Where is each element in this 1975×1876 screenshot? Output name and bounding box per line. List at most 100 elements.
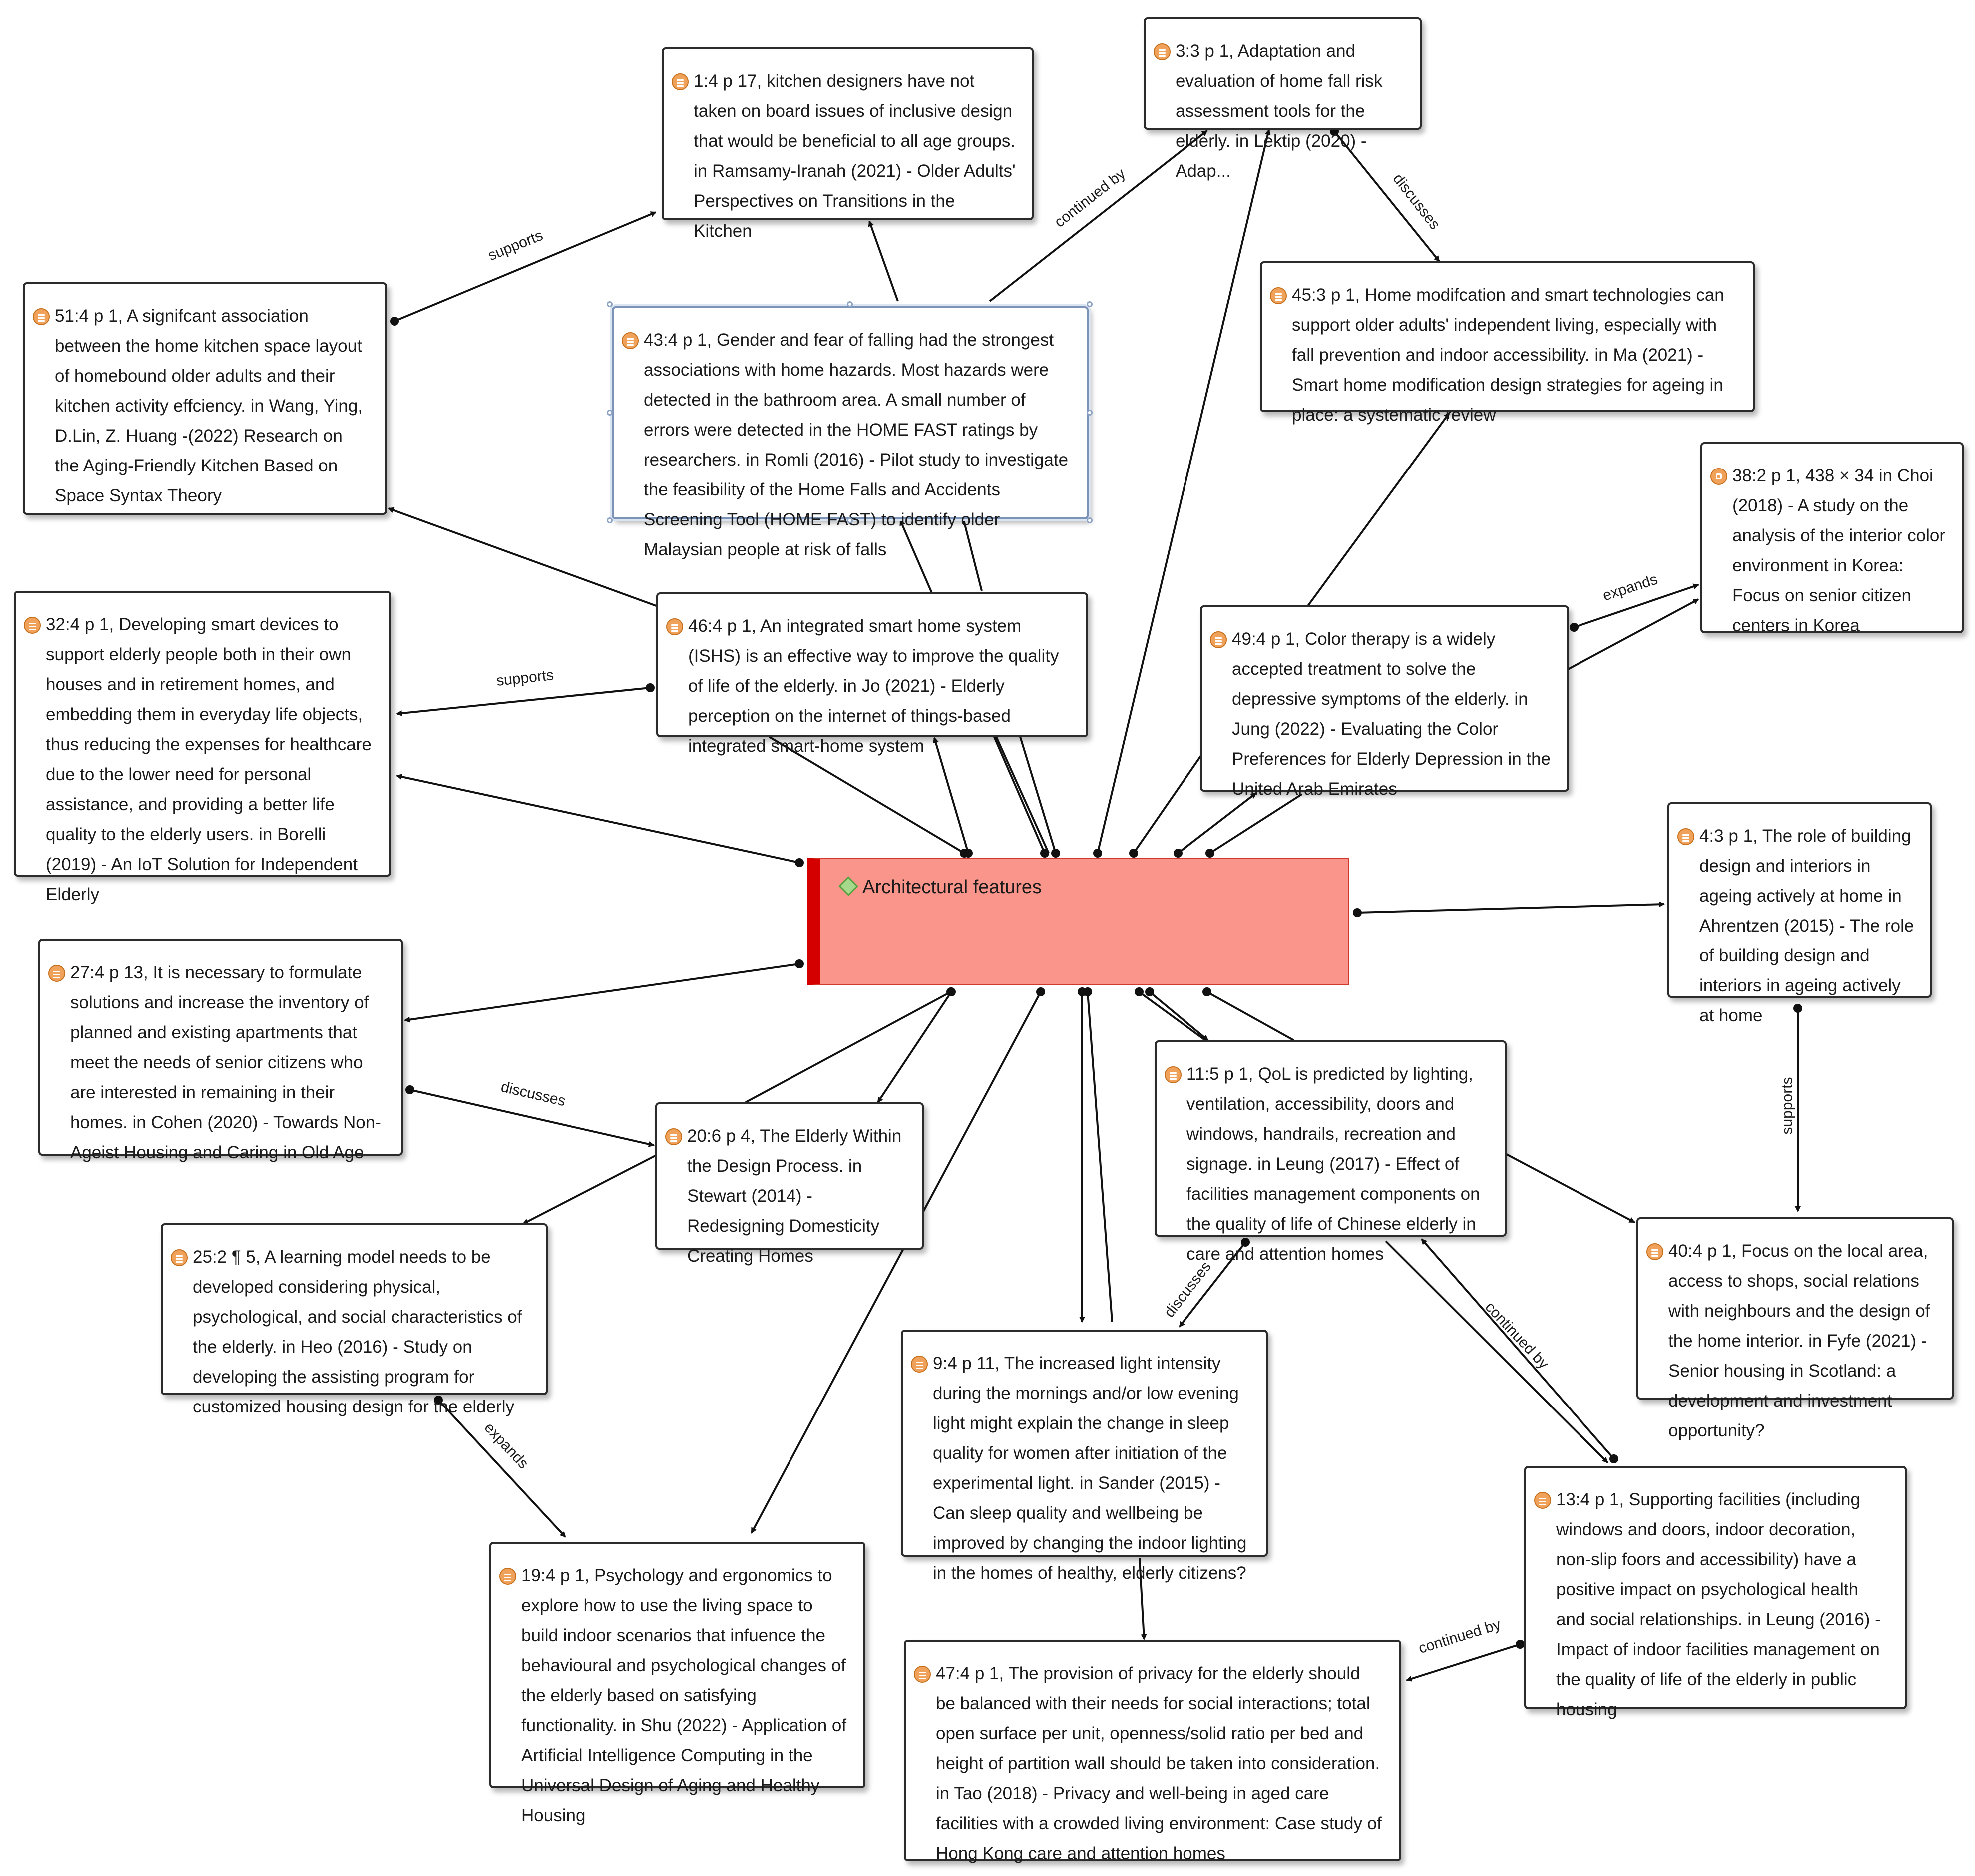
link-central-to-11 xyxy=(1149,991,1209,1041)
link-central-to-20 xyxy=(877,991,952,1103)
quotation-icon xyxy=(1646,1243,1663,1260)
resize-handle[interactable] xyxy=(1087,301,1093,307)
resize-handle[interactable] xyxy=(847,517,853,523)
quotation-node-49-4[interactable]: 49:4 p 1, Color therapy is a widely acce… xyxy=(1200,605,1569,799)
resize-handle[interactable] xyxy=(1087,410,1093,416)
quotation-text: 43:4 p 1, Gender and fear of falling had… xyxy=(644,330,1069,559)
resize-handle[interactable] xyxy=(607,410,613,416)
quotation-node-25-2[interactable]: 25:2 ¶ 5, A learning model needs to be d… xyxy=(161,1223,548,1416)
quotation-text: 19:4 p 1, Psychology and ergonomics to e… xyxy=(521,1566,847,1825)
quotation-node-1-4[interactable]: 1:4 p 17, kitchen designers have not tak… xyxy=(662,47,1034,241)
link-central-to-27 xyxy=(404,963,800,1023)
quotation-text: 47:4 p 1, The provision of privacy for t… xyxy=(936,1664,1382,1863)
quotation-text: 38:2 p 1, 438 × 34 in Choi (2018) - A st… xyxy=(1732,466,1946,635)
quotation-text: 27:4 p 13, It is necessary to formulate … xyxy=(70,963,381,1162)
edge-label-expands: expands xyxy=(1600,571,1660,604)
quotation-node-13-4[interactable]: 13:4 p 1, Supporting facilities (includi… xyxy=(1524,1466,1907,1719)
quotation-icon xyxy=(911,1356,928,1373)
line-central-to-11b xyxy=(1138,991,1206,1041)
edge-label-continued-by: continued by xyxy=(1482,1299,1552,1373)
central-code-node[interactable]: Architectural features xyxy=(807,858,1349,985)
link-43-to-1 xyxy=(868,220,899,302)
quotation-node-11-5[interactable]: 11:5 p 1, QoL is predicted by lighting, … xyxy=(1155,1040,1507,1264)
quotation-icon xyxy=(1534,1492,1551,1509)
link-51-to-1 xyxy=(394,211,657,322)
resize-handle[interactable] xyxy=(607,301,613,307)
edge-label-continued-by: continued by xyxy=(1051,165,1129,231)
edge-label-discusses: discusses xyxy=(1389,170,1443,233)
quotation-icon xyxy=(171,1249,188,1266)
quotation-node-51-4[interactable]: 51:4 p 1, A signifcant association betwe… xyxy=(23,282,387,515)
quotation-node-38-2[interactable]: 38:2 p 1, 438 × 34 in Choi (2018) - A st… xyxy=(1700,442,1964,635)
quotation-text: 51:4 p 1, A signifcant association betwe… xyxy=(55,306,363,505)
edge-label-discusses: discusses xyxy=(499,1078,567,1110)
quotation-icon xyxy=(914,1666,931,1683)
quotation-icon xyxy=(1210,631,1227,648)
code-diamond-icon xyxy=(838,876,858,896)
line-46-to-central-c xyxy=(1019,736,1057,854)
quotation-text: 46:4 p 1, An integrated smart home syste… xyxy=(688,616,1059,756)
quotation-node-43-4[interactable]: 43:4 p 1, Gender and fear of falling had… xyxy=(612,306,1089,559)
quotation-node-4-3[interactable]: 4:3 p 1, The role of building design and… xyxy=(1667,802,1932,1025)
line-46-to-central-b xyxy=(995,736,1050,854)
edge-label-expands: expands xyxy=(481,1419,532,1472)
quotation-node-47-4[interactable]: 47:4 p 1, The provision of privacy for t… xyxy=(904,1640,1401,1863)
quotation-icon xyxy=(33,308,50,325)
quotation-node-27-4[interactable]: 27:4 p 13, It is necessary to formulate … xyxy=(38,939,403,1162)
link-11-to-13 xyxy=(1385,1240,1608,1463)
quotation-text: 3:3 p 1, Adaptation and evaluation of ho… xyxy=(1176,41,1383,181)
quotation-text: 45:3 p 1, Home modifcation and smart tec… xyxy=(1292,285,1724,425)
quotation-node-9-4[interactable]: 9:4 p 11, The increased light intensity … xyxy=(901,1330,1268,1583)
link-49-to-38b xyxy=(1568,598,1699,670)
link-central-to-4 xyxy=(1357,901,1665,914)
quotation-text: 49:4 p 1, Color therapy is a widely acce… xyxy=(1232,629,1551,799)
quotation-icon xyxy=(1154,43,1171,60)
quotation-icon xyxy=(48,965,65,982)
link-11-to-40 xyxy=(1505,1153,1635,1223)
quotation-text: 1:4 p 17, kitchen designers have not tak… xyxy=(694,71,1016,241)
edge-label-supports: supports xyxy=(1779,1077,1796,1135)
edge-label-continued-by: continued by xyxy=(1416,1616,1503,1657)
line-central-to-49 xyxy=(1133,753,1203,854)
link-central-to-46 xyxy=(933,737,969,854)
line-central-to-20 xyxy=(745,991,951,1103)
quotation-icon xyxy=(24,617,41,634)
resize-handle[interactable] xyxy=(1087,517,1093,523)
quotation-node-20-6[interactable]: 20:6 p 4, The Elderly Within the Design … xyxy=(655,1102,924,1266)
quotation-text: 40:4 p 1, Focus on the local area, acces… xyxy=(1668,1241,1930,1440)
quotation-node-19-4[interactable]: 19:4 p 1, Psychology and ergonomics to e… xyxy=(489,1542,865,1825)
link-central-to-32 xyxy=(396,774,800,864)
quotation-text: 32:4 p 1, Developing smart devices to su… xyxy=(46,615,372,904)
resize-handle[interactable] xyxy=(847,301,853,307)
quotation-node-46-4[interactable]: 46:4 p 1, An integrated smart home syste… xyxy=(656,592,1088,756)
quotation-text: 11:5 p 1, QoL is predicted by lighting, … xyxy=(1186,1064,1480,1264)
quotation-icon xyxy=(1165,1066,1182,1083)
edge-label-supports: supports xyxy=(495,667,555,689)
central-code-label: Architectural features xyxy=(862,877,1042,898)
quotation-node-32-4[interactable]: 32:4 p 1, Developing smart devices to su… xyxy=(14,591,391,904)
quotation-node-3-3[interactable]: 3:3 p 1, Adaptation and evaluation of ho… xyxy=(1144,17,1422,181)
quotation-icon xyxy=(622,332,639,349)
quotation-icon xyxy=(499,1568,516,1585)
quotation-icon xyxy=(1677,828,1694,845)
image-quotation-icon xyxy=(1710,468,1727,485)
quotation-icon xyxy=(665,1128,682,1145)
quotation-icon xyxy=(666,618,683,635)
quotation-node-45-3[interactable]: 45:3 p 1, Home modifcation and smart tec… xyxy=(1260,261,1755,425)
quotation-text: 13:4 p 1, Supporting facilities (includi… xyxy=(1556,1490,1881,1719)
quotation-icon xyxy=(1270,287,1287,304)
quotation-text: 9:4 p 11, The increased light intensity … xyxy=(933,1354,1247,1583)
quotation-icon xyxy=(672,73,689,90)
quotation-node-40-4[interactable]: 40:4 p 1, Focus on the local area, acces… xyxy=(1636,1217,1954,1440)
quotation-text: 20:6 p 4, The Elderly Within the Design … xyxy=(687,1126,902,1266)
link-20-to-25 xyxy=(522,1148,669,1225)
line-central-to-11a xyxy=(1206,991,1294,1041)
resize-handle[interactable] xyxy=(607,517,613,523)
line-central-to-9 xyxy=(1087,991,1113,1322)
link-46-to-32 xyxy=(396,687,651,716)
link-46-to-51 xyxy=(388,507,657,607)
link-49-to-45 xyxy=(1307,412,1450,607)
edge-label-supports: supports xyxy=(485,227,545,264)
quotation-text: 25:2 ¶ 5, A learning model needs to be d… xyxy=(193,1247,522,1416)
quotation-text: 4:3 p 1, The role of building design and… xyxy=(1699,826,1914,1025)
